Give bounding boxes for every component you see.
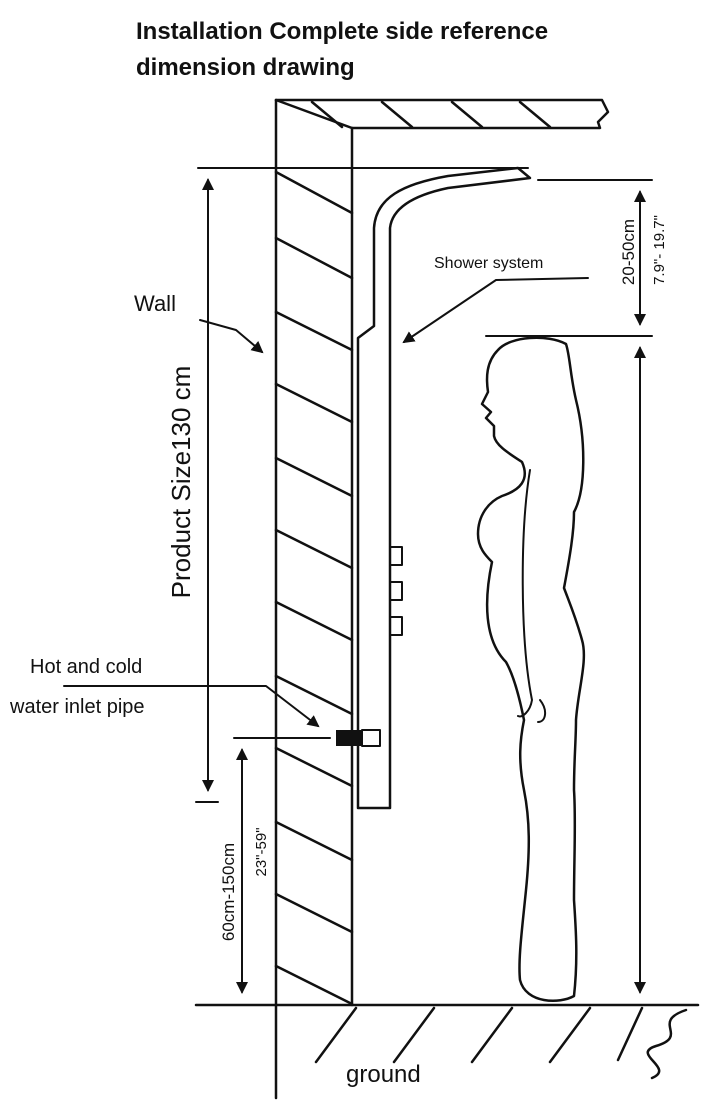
pipe-label-line-2: water inlet pipe [9,696,145,718]
control-knobs [389,546,403,636]
ceiling [274,98,610,130]
ground [194,1003,700,1080]
inlet-height-in-label: 23"-59" [253,827,270,876]
inlet-height-dimension: 60cm-150cm 23"-59" [219,737,331,994]
product-size-dimension: Product Size130 cm [166,167,529,803]
title-line-2: dimension drawing [136,54,355,81]
shower-system-label: Shower system [434,255,543,272]
wall [274,98,354,1100]
water-inlet-pipe [336,729,381,747]
diagram-title: Installation Complete side reference dim… [136,14,696,86]
top-gap-dimension: 20-50cm 7.9"- 19.7" [485,179,668,337]
pipe-label-line-1: Hot and cold [30,656,142,678]
top-gap-cm-label: 20-50cm [619,219,638,285]
top-gap-in-label: 7.9"- 19.7" [651,215,668,285]
person-arm [517,469,546,723]
wall-label: Wall [134,291,176,316]
person-figure [476,336,586,1002]
wall-hatching [274,170,354,1006]
product-size-label: Product Size130 cm [166,366,196,599]
ground-label: ground [346,1061,421,1088]
inlet-height-cm-label: 60cm-150cm [219,843,238,941]
title-line-1: Installation Complete side reference [136,18,549,45]
